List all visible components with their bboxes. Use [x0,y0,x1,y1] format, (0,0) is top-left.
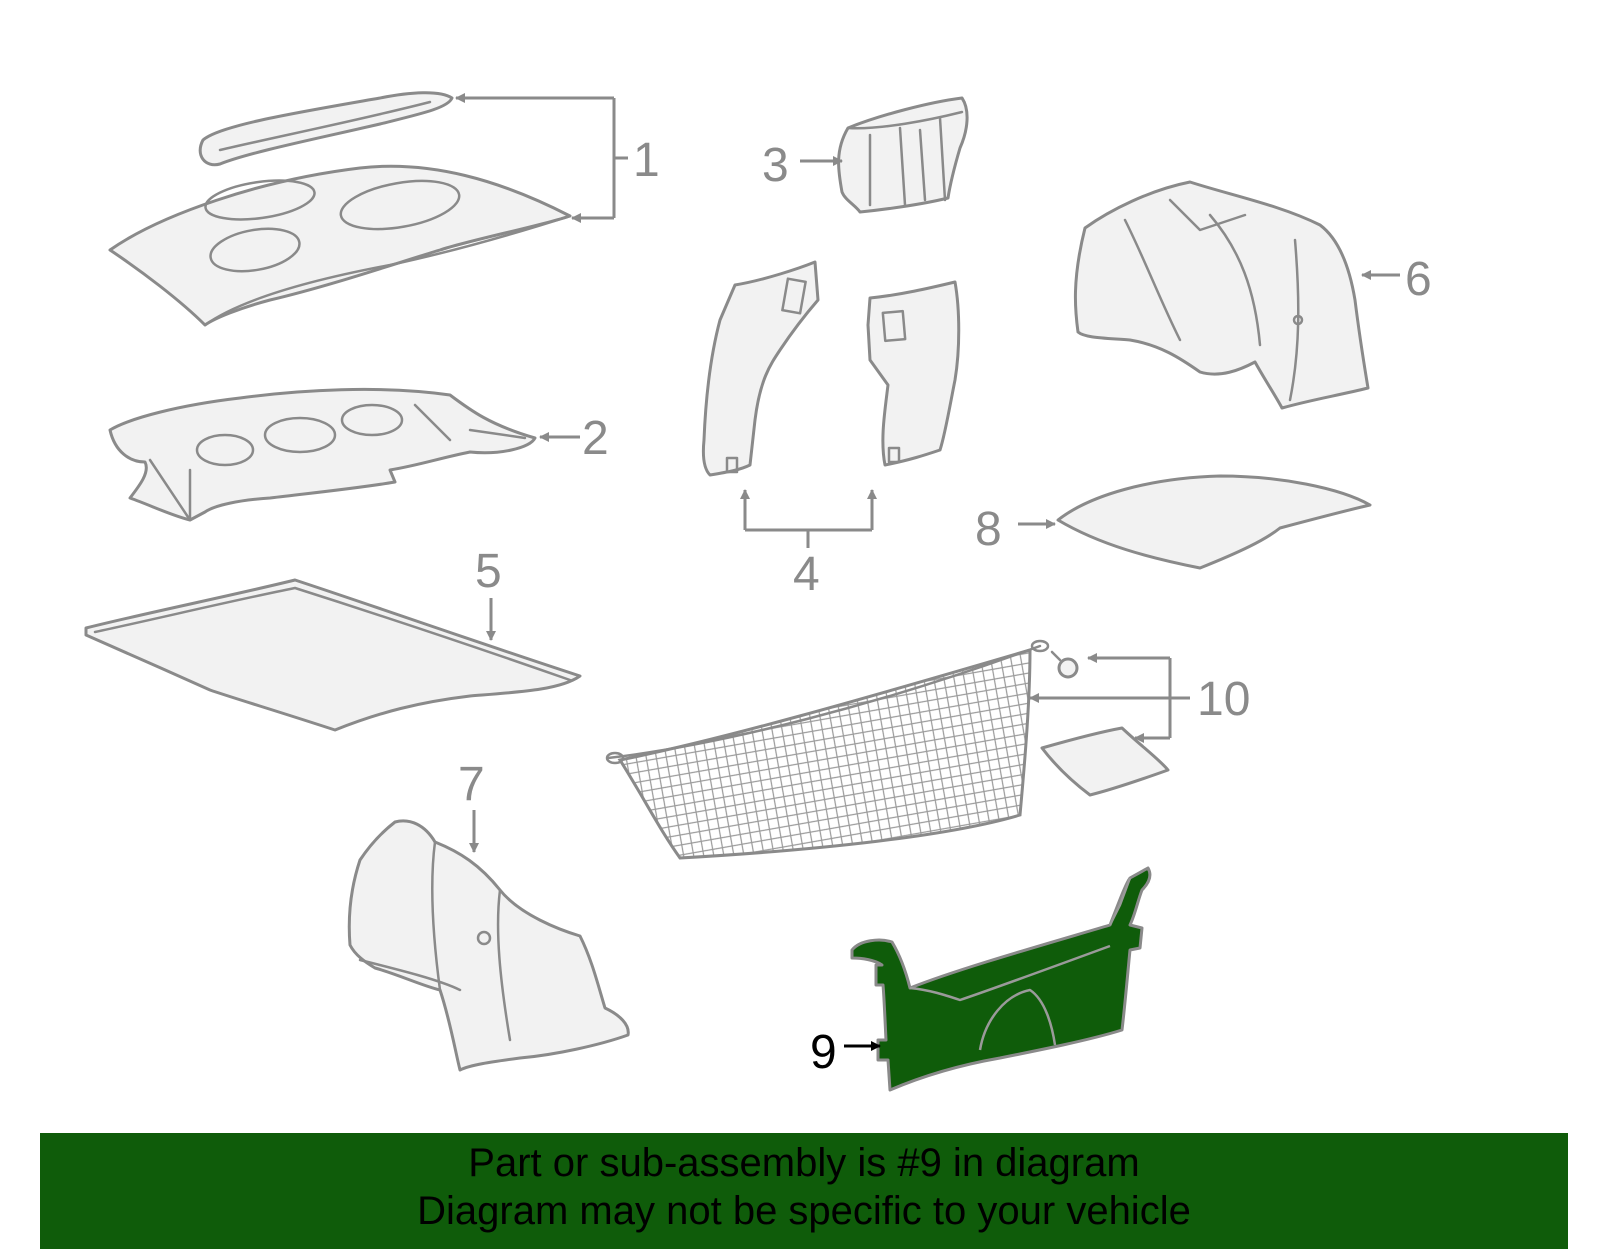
part-9-trunk-end-trim[interactable] [850,866,1152,1092]
callout-9[interactable]: 9 [810,1026,837,1079]
callout-3[interactable]: 3 [762,139,789,192]
part-5-trunk-mat [84,578,582,732]
callout-4-leader [740,489,877,548]
callout-1-leader [455,93,628,223]
callout-8[interactable]: 8 [975,503,1002,556]
banner-line-1: Part or sub-assembly is #9 in diagram [468,1141,1140,1185]
callout-1[interactable]: 1 [633,134,660,187]
part-6-trunk-trim [1073,180,1370,410]
part-4-side-panels [701,260,961,477]
callout-6[interactable]: 6 [1405,253,1432,306]
callout-2[interactable]: 2 [582,412,609,465]
callout-7[interactable]: 7 [458,758,485,811]
callout-10-leader [1029,653,1190,743]
part-10-cargo-net [605,639,1170,860]
info-banner: Part or sub-assembly is #9 in diagram Di… [40,1133,1568,1249]
banner-line-2: Diagram may not be specific to your vehi… [417,1189,1191,1233]
part-3-bracket [837,96,969,214]
part-8-floor-cover [1056,474,1372,570]
part-1-package-shelf [108,91,572,327]
callout-4[interactable]: 4 [793,548,820,601]
callout-5[interactable]: 5 [475,545,502,598]
callout-10[interactable]: 10 [1197,673,1250,726]
part-7-trunk-trim [347,819,630,1072]
part-2-shelf-insulator [108,387,537,522]
